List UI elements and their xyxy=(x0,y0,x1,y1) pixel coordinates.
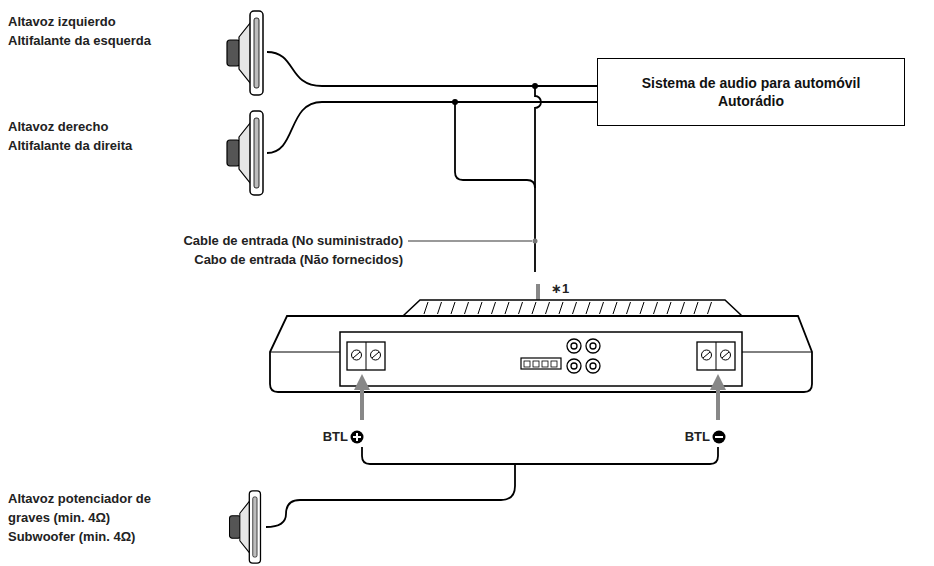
leader-dot xyxy=(533,239,538,244)
speaker-left: Altavoz izquierdoAltifalante da esquerda xyxy=(5,12,267,98)
speaker-label: Altavoz izquierdo xyxy=(5,12,267,31)
terminal-label: BTL xyxy=(322,428,349,446)
cable-wire xyxy=(455,102,535,188)
speaker-icon xyxy=(227,11,263,95)
input-terminal-block xyxy=(521,358,561,369)
connection-arrow xyxy=(360,382,364,420)
terminal-label: BTL xyxy=(684,428,711,446)
heatsink xyxy=(403,300,742,316)
input-cable xyxy=(455,86,541,272)
minus-symbol xyxy=(713,431,726,444)
speaker-wire xyxy=(267,52,597,86)
heatsink-fins xyxy=(424,302,712,314)
speaker-icon xyxy=(227,111,263,195)
amplifier xyxy=(270,300,812,392)
speaker-terminal xyxy=(697,342,735,370)
speaker-right: Altavoz derechoAltifalante da direita xyxy=(5,117,267,203)
cable-label: Cable de entrada (No suministrado) xyxy=(182,232,404,250)
speaker-label: Altavoz potenciador de graves (min. 4Ω) xyxy=(5,489,186,527)
amplifier-body xyxy=(270,316,812,392)
speaker-terminal xyxy=(347,342,385,370)
connection-arrow xyxy=(716,382,720,420)
cable-label: Cabo de entrada (Não fornecidos) xyxy=(193,251,404,269)
callout-number: ∗1 xyxy=(550,280,570,298)
speaker-label: Altifalante da esquerda xyxy=(5,31,267,50)
box-text: Sistema de audio para automóvil xyxy=(642,74,861,92)
rca-jacks xyxy=(567,339,600,373)
subwoofer-icon xyxy=(230,491,261,563)
box-text: Autorádio xyxy=(718,92,784,110)
front-panel xyxy=(340,332,742,386)
head-unit-box: Sistema de audio para automóvilAutorádio xyxy=(597,58,905,126)
plus-symbol xyxy=(351,431,364,444)
leader-line xyxy=(408,240,532,242)
speaker-label: Subwoofer (min. 4Ω) xyxy=(5,527,186,546)
subwoofer-wire xyxy=(266,447,718,527)
subwoofer: Altavoz potenciador de graves (min. 4Ω)S… xyxy=(5,489,267,565)
speaker-label: Altavoz derecho xyxy=(5,117,267,136)
speaker-label: Altifalante da direita xyxy=(5,136,267,155)
cable-wire xyxy=(535,86,541,272)
speaker-wire xyxy=(267,102,597,153)
